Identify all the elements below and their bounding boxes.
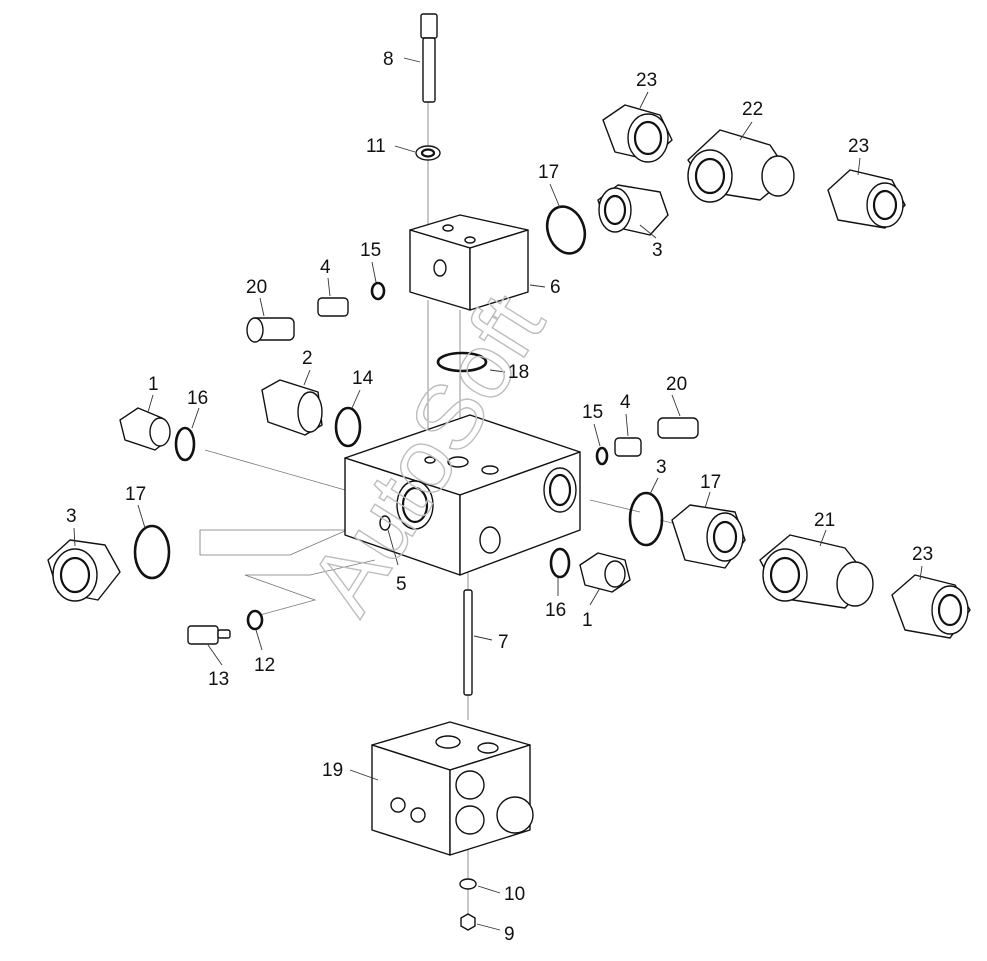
callout-16: 16: [545, 600, 566, 621]
adapter-part-17-right: [671, 504, 746, 569]
plug-part-1-right: [579, 552, 631, 593]
nipple-part-4-upper: [317, 297, 349, 317]
callout-8: 8: [383, 49, 394, 70]
seal-part-15-upper: [370, 281, 386, 301]
switch-part-13: [187, 625, 231, 645]
callout-20: 20: [246, 277, 267, 298]
seal-part-12: [246, 609, 264, 631]
callout-22: 22: [742, 99, 763, 120]
callout-3: 3: [66, 506, 77, 527]
sensor-part-20-upper: [246, 317, 295, 343]
tee-fitting-part-21: [759, 534, 874, 609]
callout-15: 15: [360, 240, 381, 261]
callout-23: 23: [636, 70, 657, 91]
o-ring-part-16-left: [174, 426, 196, 462]
o-ring-part-14: [334, 406, 362, 448]
callout-1: 1: [148, 374, 159, 395]
callout-2: 2: [302, 348, 313, 369]
tee-fitting-part-22: [687, 129, 795, 203]
callout-19: 19: [322, 760, 343, 781]
callout-16: 16: [187, 388, 208, 409]
adapter-part-3-left: [47, 539, 121, 602]
o-ring-part-17-left: [133, 524, 171, 580]
nipple-part-4-right: [614, 437, 642, 457]
callout-11: 11: [366, 136, 386, 157]
fitting-part-23-lower: [891, 574, 971, 639]
callout-3: 3: [652, 240, 663, 261]
callout-labels: 8 11 23 22 23 17 3 15 4 20 6 2 14 18 20 …: [66, 49, 933, 945]
callout-5: 5: [396, 574, 407, 595]
adapter-part-3-upper: [597, 184, 669, 236]
callout-1: 1: [582, 610, 593, 631]
fitting-part-23-top: [602, 104, 673, 163]
small-block-part-6: [409, 214, 529, 311]
callout-17: 17: [700, 472, 721, 493]
callout-4: 4: [320, 257, 331, 278]
callout-20: 20: [666, 374, 687, 395]
callout-12: 12: [254, 655, 275, 676]
bolt-part-8: [420, 13, 438, 103]
callout-3: 3: [656, 457, 667, 478]
callout-17: 17: [538, 162, 559, 183]
callout-17: 17: [125, 484, 146, 505]
callout-18: 18: [508, 362, 529, 383]
sensor-part-20-right: [657, 417, 699, 439]
o-ring-part-18: [436, 351, 488, 373]
callout-14: 14: [352, 368, 374, 389]
o-ring-part-16-right: [549, 547, 571, 579]
o-ring-part-3-right: [628, 491, 664, 547]
plug-part-1-left: [119, 407, 171, 451]
stud-part-7: [463, 589, 473, 696]
lower-block-part-19: [371, 721, 534, 856]
callout-13: 13: [208, 669, 229, 690]
washer-part-11: [415, 145, 441, 161]
o-ring-part-17-upper: [545, 205, 587, 255]
callout-23: 23: [848, 136, 869, 157]
callout-9: 9: [504, 924, 515, 945]
callout-15: 15: [582, 402, 603, 423]
leader-lines: [73, 57, 923, 931]
callout-4: 4: [620, 392, 631, 413]
nut-part-9: [460, 913, 476, 931]
main-valve-block: [344, 414, 581, 576]
callout-21: 21: [814, 510, 835, 531]
adapter-part-2: [261, 379, 323, 436]
callout-10: 10: [504, 884, 525, 905]
callout-6: 6: [550, 277, 561, 298]
seal-part-15-right: [595, 446, 609, 466]
callout-7: 7: [498, 632, 509, 653]
washer-part-10: [459, 878, 477, 890]
fitting-part-23-right: [827, 169, 906, 229]
callout-23: 23: [912, 544, 933, 565]
